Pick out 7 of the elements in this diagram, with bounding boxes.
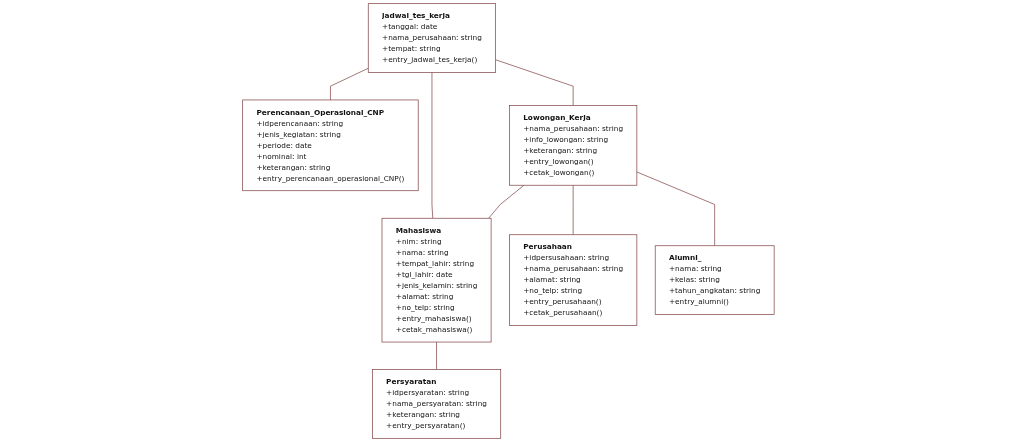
connector xyxy=(431,72,433,219)
connector xyxy=(329,67,369,101)
connector xyxy=(636,171,715,247)
connector xyxy=(487,184,524,219)
connector xyxy=(435,341,437,370)
connector xyxy=(494,59,574,106)
connector xyxy=(572,184,574,236)
